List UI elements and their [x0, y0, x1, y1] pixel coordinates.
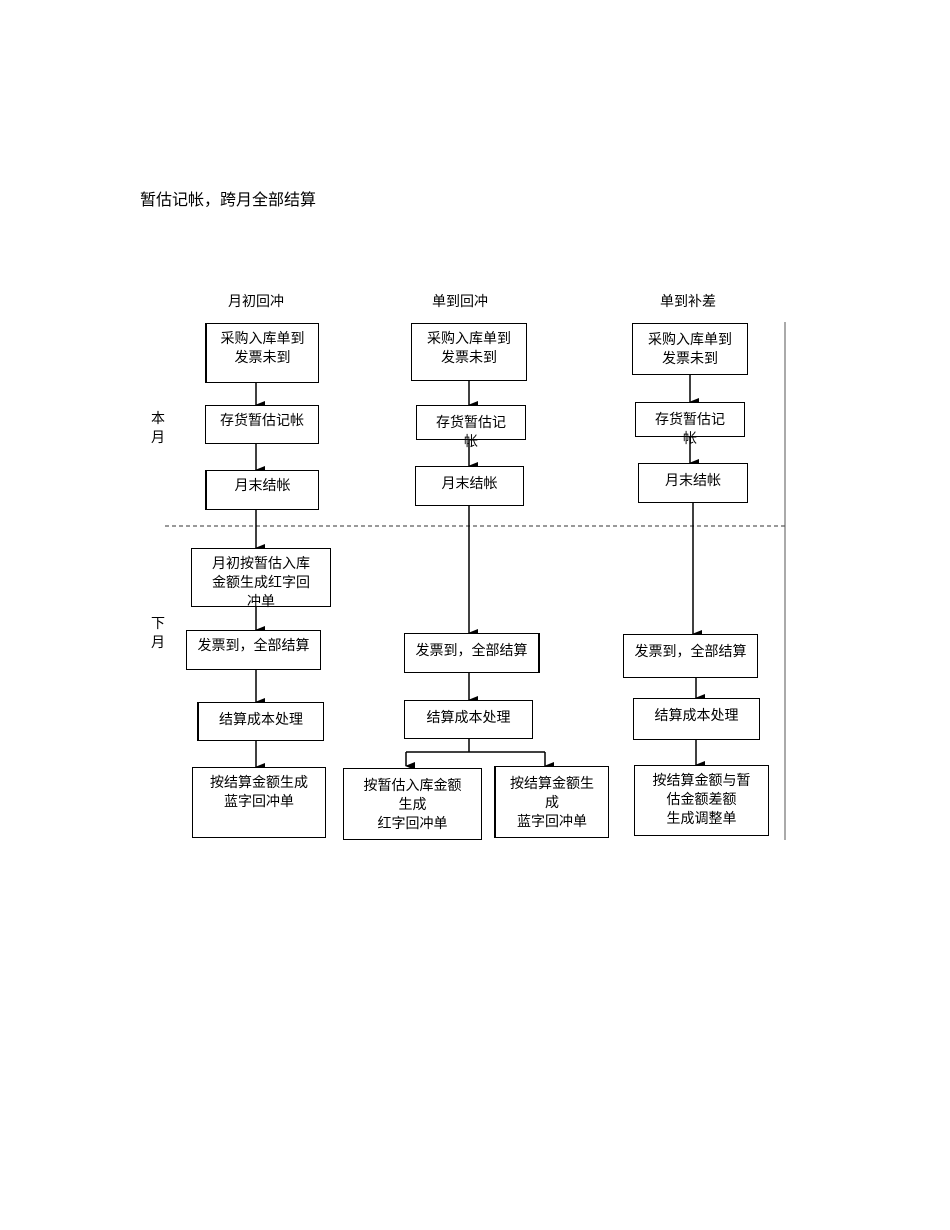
c1-reverse-text: 月初按暂估入库 金额生成红字回 冲单	[212, 556, 310, 610]
c1-invoice-text: 发票到，全部结算	[197, 638, 310, 654]
c2-blue-box: 按结算金额生 成 蓝字回冲单	[494, 766, 609, 838]
c3-receipt-box: 采购入库单到 发票未到	[632, 323, 748, 375]
c2-red-text: 按暂估入库金额 生成 红字回冲单	[363, 778, 462, 832]
c3-close-box: 月末结帐	[638, 463, 748, 503]
c3-estimate-box: 存货暂估记 帐	[635, 402, 745, 447]
c1-receipt-box: 采购入库单到 发票未到	[205, 323, 319, 383]
c3-estimate-text: 存货暂估记 帐	[655, 412, 725, 447]
c2-red-box: 按暂估入库金额 生成 红字回冲单	[343, 768, 482, 840]
c3-adjust-box: 按结算金额与暂 估金额差额 生成调整单	[634, 765, 769, 836]
c3-invoice-box: 发票到，全部结算	[623, 634, 758, 678]
c2-estimate-text: 存货暂估记 帐	[436, 415, 506, 450]
column-header-invoice-reversal: 单到回冲	[432, 294, 488, 310]
c2-blue-text: 按结算金额生 成 蓝字回冲单	[510, 776, 594, 830]
c2-cost-text: 结算成本处理	[426, 710, 511, 726]
column-header-month-start-reversal: 月初回冲	[228, 294, 284, 310]
c1-blue-box: 按结算金额生成 蓝字回冲单	[192, 767, 326, 838]
c1-cost-box: 结算成本处理	[197, 702, 324, 741]
c1-estimate-text: 存货暂估记帐	[220, 413, 304, 429]
c1-estimate-box: 存货暂估记帐	[205, 405, 319, 444]
label-next-month: 下 月	[151, 616, 165, 651]
column-header-invoice-difference: 单到补差	[660, 294, 716, 310]
c1-reverse-box: 月初按暂估入库 金额生成红字回 冲单	[191, 548, 331, 610]
c2-close-text: 月末结帐	[441, 476, 498, 492]
c3-adjust-text: 按结算金额与暂 估金额差额 生成调整单	[652, 773, 751, 827]
c1-invoice-box: 发票到，全部结算	[186, 630, 321, 670]
page-title: 暂估记帐，跨月全部结算	[140, 190, 317, 209]
c1-close-text: 月末结帐	[234, 478, 291, 494]
c3-invoice-text: 发票到，全部结算	[634, 644, 747, 660]
c2-invoice-box: 发票到，全部结算	[404, 633, 540, 673]
c2-estimate-box: 存货暂估记 帐	[416, 405, 526, 450]
c3-close-text: 月末结帐	[665, 473, 721, 489]
c2-close-box: 月末结帐	[415, 466, 524, 506]
label-this-month: 本 月	[151, 411, 165, 446]
c1-close-box: 月末结帐	[205, 470, 319, 510]
c1-cost-text: 结算成本处理	[219, 712, 303, 728]
c2-cost-box: 结算成本处理	[404, 700, 533, 739]
c2-receipt-text: 采购入库单到 发票未到	[427, 331, 511, 366]
c3-receipt-text: 采购入库单到 发票未到	[648, 332, 732, 367]
c3-cost-text: 结算成本处理	[654, 708, 739, 724]
c1-blue-text: 按结算金额生成 蓝字回冲单	[210, 775, 308, 810]
c2-receipt-box: 采购入库单到 发票未到	[411, 323, 527, 381]
c2-invoice-text: 发票到，全部结算	[415, 643, 528, 659]
c3-cost-box: 结算成本处理	[633, 698, 760, 740]
c1-receipt-text: 采购入库单到 发票未到	[220, 331, 305, 366]
